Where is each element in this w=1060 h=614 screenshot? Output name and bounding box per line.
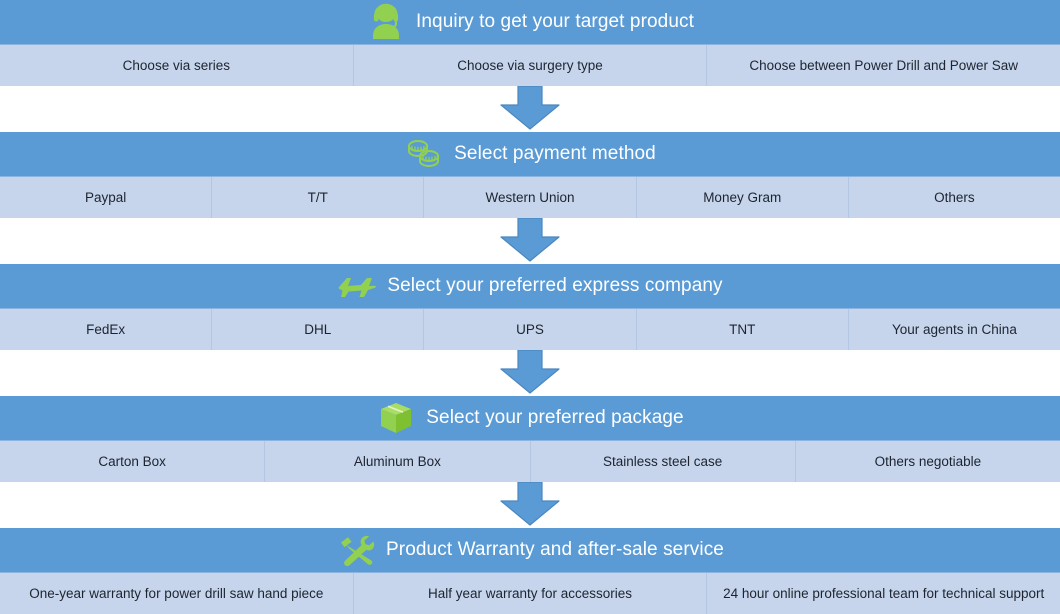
option-cell[interactable]: Paypal xyxy=(0,177,213,218)
option-cell[interactable]: Aluminum Box xyxy=(265,441,531,482)
section-header-payment: Select payment method xyxy=(0,132,1060,176)
option-cell[interactable]: Choose via series xyxy=(0,45,354,86)
option-row-warranty: One-year warranty for power drill saw ha… xyxy=(0,572,1060,614)
hammer-wrench-icon xyxy=(336,530,376,570)
option-cell[interactable]: Choose via surgery type xyxy=(354,45,708,86)
option-cell[interactable]: Your agents in China xyxy=(891,322,1017,337)
connector-gap-3 xyxy=(0,350,1060,396)
option-cell[interactable]: 24 hour online professional team for tec… xyxy=(723,585,1045,601)
option-cell[interactable]: FedEx xyxy=(0,309,213,350)
section-title: Select your preferred package xyxy=(426,407,684,428)
section-title: Product Warranty and after-sale service xyxy=(386,539,724,560)
down-arrow-3 xyxy=(0,350,1060,394)
down-arrow-1 xyxy=(0,86,1060,130)
option-cell[interactable]: UPS xyxy=(424,309,637,350)
option-row-payment: Paypal T/T Western Union Money Gram Othe… xyxy=(0,176,1060,218)
option-cell[interactable]: Money Gram xyxy=(637,177,849,218)
section-header-inquiry: Inquiry to get your target product xyxy=(0,0,1060,44)
option-cell[interactable]: Stainless steel case xyxy=(531,441,796,482)
down-arrow-2 xyxy=(0,218,1060,262)
section-title: Select payment method xyxy=(454,143,656,164)
option-cell[interactable]: Western Union xyxy=(424,177,637,218)
package-box-icon xyxy=(376,398,416,438)
down-arrow-4 xyxy=(0,482,1060,526)
connector-gap-2 xyxy=(0,218,1060,264)
flow-section-inquiry: Inquiry to get your target product Choos… xyxy=(0,0,1060,86)
option-cell[interactable]: Half year warranty for accessories xyxy=(354,573,708,614)
coins-icon xyxy=(404,134,444,174)
section-title: Select your preferred express company xyxy=(387,275,723,296)
section-title: Inquiry to get your target product xyxy=(416,11,694,32)
option-cell[interactable]: TNT xyxy=(637,309,849,350)
option-row-inquiry: Choose via series Choose via surgery typ… xyxy=(0,44,1060,86)
flow-section-warranty: Product Warranty and after-sale service … xyxy=(0,528,1060,614)
option-cell[interactable]: DHL xyxy=(212,309,425,350)
option-cell[interactable]: T/T xyxy=(212,177,425,218)
section-header-package: Select your preferred package xyxy=(0,396,1060,440)
option-cell[interactable]: Others negotiable xyxy=(874,454,982,469)
option-cell[interactable]: One-year warranty for power drill saw ha… xyxy=(0,573,354,614)
connector-gap-1 xyxy=(0,86,1060,132)
flow-section-package: Select your preferred package Carton Box… xyxy=(0,396,1060,482)
section-header-express: Select your preferred express company xyxy=(0,264,1060,308)
airplane-icon xyxy=(337,266,377,306)
option-cell[interactable]: Choose between Power Drill and Power Saw xyxy=(749,58,1018,73)
option-row-package: Carton Box Aluminum Box Stainless steel … xyxy=(0,440,1060,482)
section-header-warranty: Product Warranty and after-sale service xyxy=(0,528,1060,572)
connector-gap-4 xyxy=(0,482,1060,528)
flow-section-express: Select your preferred express company Fe… xyxy=(0,264,1060,350)
flow-section-payment: Select payment method Paypal T/T Western… xyxy=(0,132,1060,218)
option-cell[interactable]: Carton Box xyxy=(0,441,266,482)
option-row-express: FedEx DHL UPS TNT Your agents in China xyxy=(0,308,1060,350)
headset-person-icon xyxy=(366,2,406,42)
option-cell[interactable]: Others xyxy=(934,190,975,205)
